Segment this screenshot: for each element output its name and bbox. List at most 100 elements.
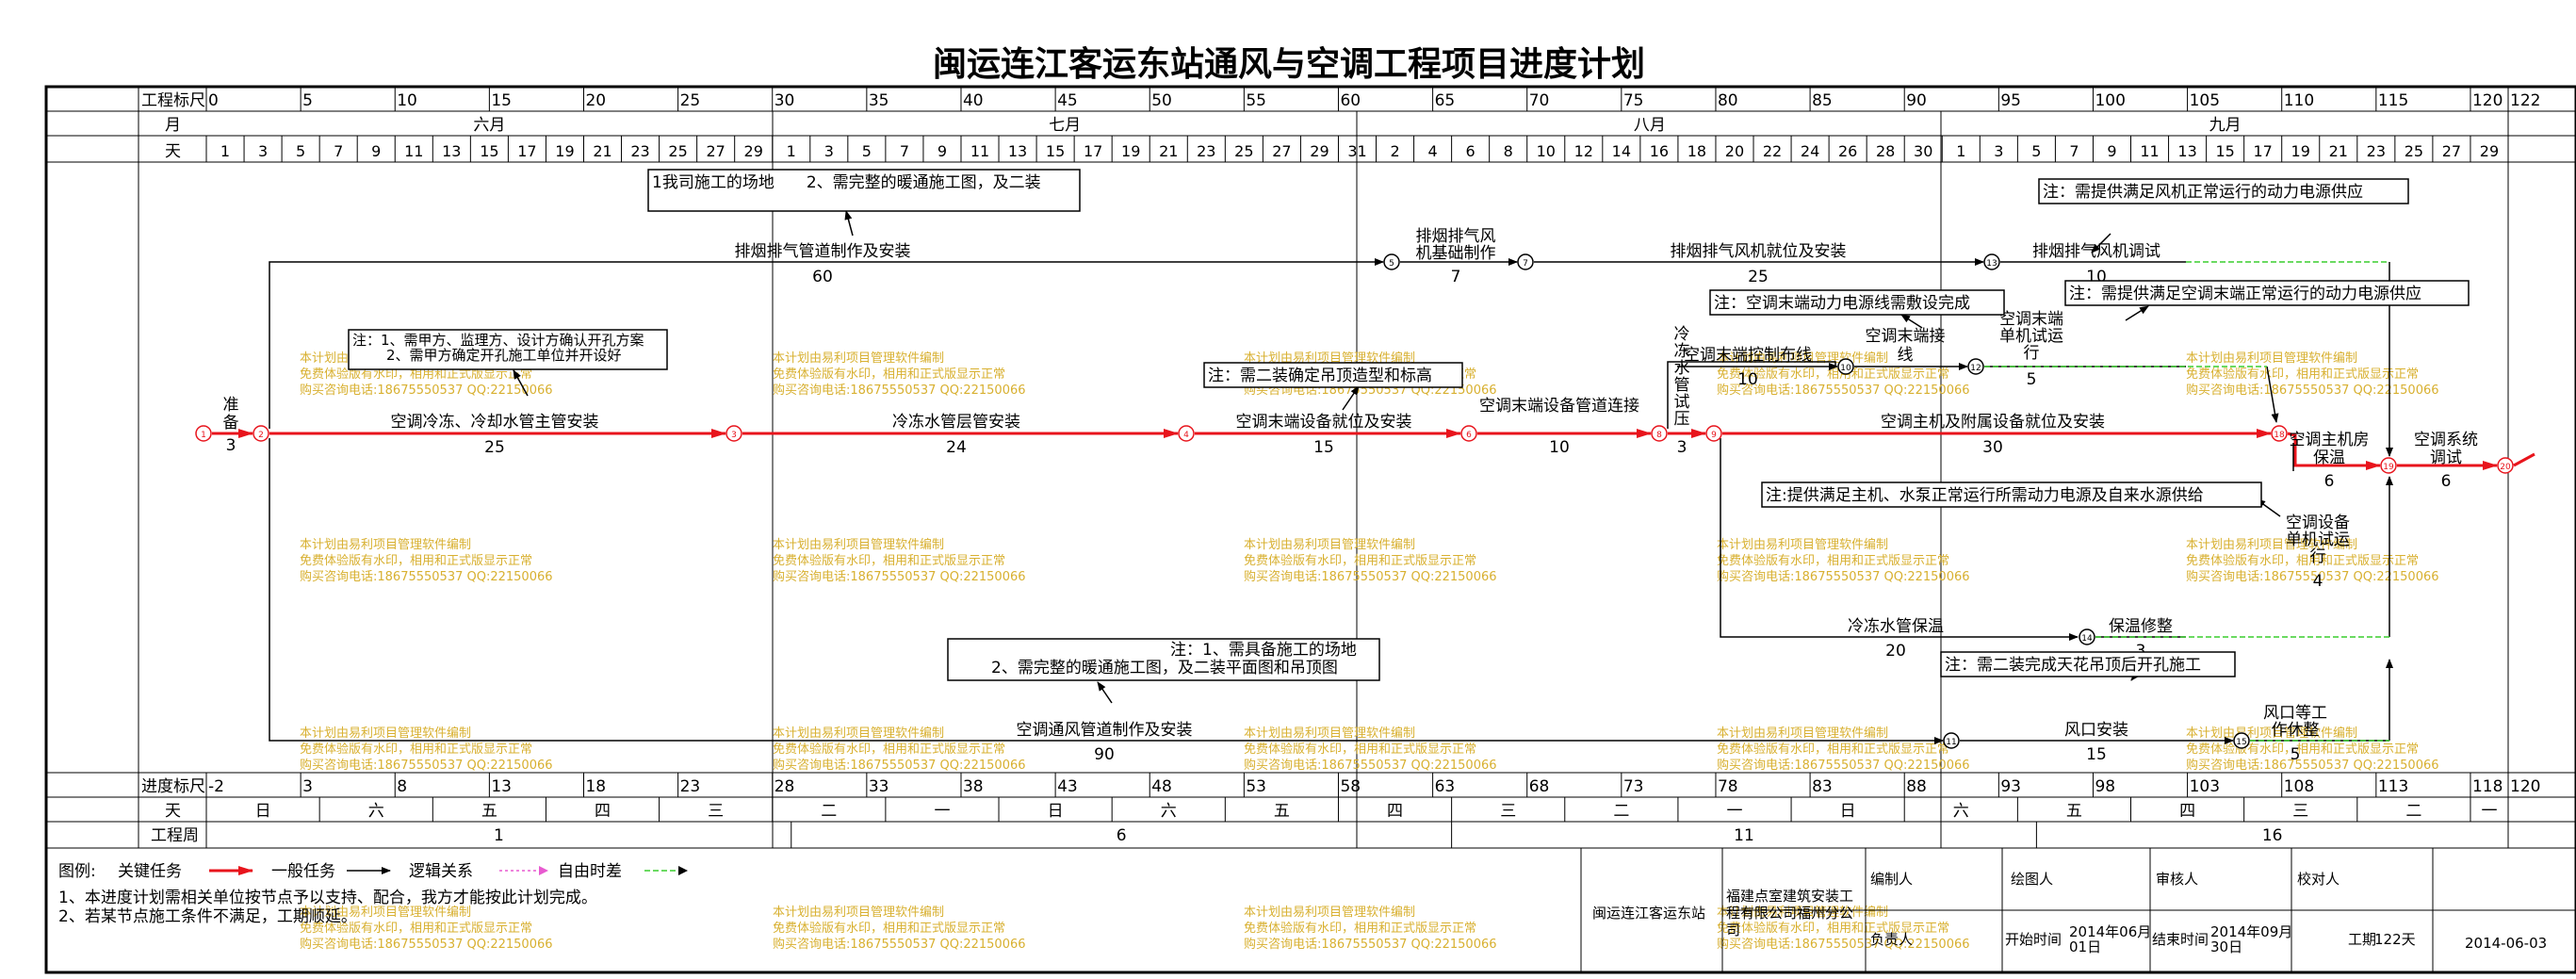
critical-end-tick <box>2513 452 2535 467</box>
watermark-line-1: 本计划由易利项目管理软件编制 <box>773 726 944 741</box>
legend-note-1: 1、本进度计划需相关单位按节点予以支持、配合，我方才能按此计划完成。 <box>58 889 597 907</box>
month-label: 七月 <box>1049 116 1081 135</box>
event-node-13 <box>1983 253 2000 270</box>
info-checker: 校对人 <box>2297 871 2340 888</box>
note-box-n7 <box>1761 481 2262 508</box>
task-t7-name-2: 保温 <box>2313 449 2345 467</box>
watermark-line-2: 免费体验版有水印，相用和正式版显示正常 <box>773 921 1005 936</box>
weekday-label: 四 <box>595 802 611 821</box>
scale-header-label: 工程标尺 <box>141 91 205 110</box>
legend: 图例: 关键任务 一般任务 逻辑关系 自由时差 1、本进度计划需相关单位按节点予… <box>58 862 688 926</box>
watermark-line-3: 购买咨询电话:18675550537 QQ:22150066 <box>300 569 553 584</box>
weekday-label: 五 <box>1274 802 1290 821</box>
day-label: 23 <box>2367 142 2386 160</box>
task-t1-dur: 25 <box>484 438 505 457</box>
watermark-line-1: 本计划由易利项目管理软件编制 <box>1717 726 1888 741</box>
task-u1-name-3: 行 <box>2310 547 2326 566</box>
bottom-tick-label: 83 <box>1812 777 1833 796</box>
watermark-line-2: 免费体验版有水印，相用和正式版显示正常 <box>2186 367 2419 382</box>
weekday-label: 一 <box>1726 802 1742 821</box>
week-number-label: 1 <box>494 826 504 845</box>
week-number-label: 6 <box>1117 826 1127 845</box>
watermark-line-3: 购买咨询电话:18675550537 QQ:22150066 <box>2186 758 2439 773</box>
bottom-tick-label: 33 <box>869 777 889 796</box>
watermark-line-3: 购买咨询电话:18675550537 QQ:22150066 <box>1244 758 1497 773</box>
legend-critical: 关键任务 <box>118 862 182 881</box>
bottom-day-label: 天 <box>165 802 181 821</box>
note-box-n3 <box>1203 362 1463 388</box>
day-label: 14 <box>1612 142 1631 160</box>
task-t4-dur: 10 <box>1549 438 1570 457</box>
info-end-value-1: 2014年09月 <box>2210 923 2292 940</box>
month-row-label: 月 <box>165 116 181 135</box>
day-label: 21 <box>2329 142 2348 160</box>
task-d3-name-2: 作休整 <box>2272 721 2320 740</box>
event-node-label: 18 <box>2274 431 2285 440</box>
watermark-line-3: 购买咨询电话:18675550537 QQ:22150066 <box>1244 937 1497 952</box>
watermark-line-3: 购买咨询电话:18675550537 QQ:22150066 <box>300 937 553 952</box>
watermark-line-1: 本计划由易利项目管理软件编制 <box>1717 538 1888 552</box>
watermark-line-1: 本计划由易利项目管理软件编制 <box>300 906 471 920</box>
task-prep-dur: 3 <box>226 436 236 455</box>
top-tick-label: 5 <box>302 91 313 110</box>
watermark-line-1: 本计划由易利项目管理软件编制 <box>300 538 471 552</box>
bottom-tick-label: 103 <box>2190 777 2220 796</box>
day-label: 15 <box>1046 142 1065 160</box>
day-label: 19 <box>555 142 574 160</box>
note-n2a: 注：1、需甲方、监理方、设计方确认开孔方案 <box>352 332 644 349</box>
day-label: 24 <box>1801 142 1819 160</box>
note-n7: 注:提供满足主机、水泵正常运行所需动力电源及自来水源供给 <box>1766 486 2204 505</box>
day-label: 13 <box>442 142 461 160</box>
task-prep-name-2: 备 <box>223 414 239 432</box>
top-tick-label: 120 <box>2472 91 2503 110</box>
task-t5-name-5: 试 <box>1674 393 1690 412</box>
weekday-label: 五 <box>481 802 497 821</box>
watermark-line-2: 免费体验版有水印，相用和正式版显示正常 <box>2186 742 2419 757</box>
info-editor: 编制人 <box>1870 871 1913 888</box>
note-arrow-n6 <box>2125 305 2149 321</box>
task-u1-name-2: 单机试运 <box>2286 530 2350 549</box>
weekday-label: 日 <box>255 802 271 821</box>
task-s3-dur: 25 <box>1748 268 1769 286</box>
day-label: 13 <box>1008 142 1027 160</box>
day-label: 3 <box>258 142 268 160</box>
day-label: 11 <box>970 142 989 160</box>
top-tick-label: 85 <box>1812 91 1833 110</box>
task-s1-dur: 60 <box>812 268 833 286</box>
task-e2-name-1: 空调末端接 <box>1866 327 1946 346</box>
info-end-value-2: 30日 <box>2210 938 2242 955</box>
top-tick-label: 25 <box>680 91 701 110</box>
task-e1-dur: 10 <box>1737 370 1758 389</box>
free-float-lines <box>1984 261 2389 742</box>
top-tick-label: 122 <box>2510 91 2540 110</box>
day-label: 25 <box>668 142 687 160</box>
watermark-line-3: 购买咨询电话:18675550537 QQ:22150066 <box>2186 383 2439 398</box>
note-boxes: 1我司施工的场地 2、需完整的暖通施工图，及二装 注：1、需甲方、监理方、设计方… <box>348 169 2470 681</box>
task-t5-name-6: 压 <box>1674 410 1690 429</box>
task-t1-name: 空调冷冻、冷却水管主管安装 <box>391 413 599 432</box>
day-label: 22 <box>1763 142 1782 160</box>
weekday-label: 五 <box>2066 802 2082 821</box>
month-labels: 六月七月八月九月 <box>473 116 2241 135</box>
task-e3-name-1: 空调末端 <box>1999 310 2063 329</box>
day-label: 28 <box>1876 142 1895 160</box>
info-drafter: 绘图人 <box>2011 871 2053 888</box>
bottom-tick-label: 73 <box>1623 777 1644 796</box>
event-node-label: 3 <box>731 431 737 440</box>
event-node-3 <box>726 425 742 442</box>
progress-scale-label: 进度标尺 <box>141 777 205 796</box>
event-node-label: 6 <box>1466 431 1472 440</box>
top-tick-label: 40 <box>963 91 984 110</box>
event-node-12 <box>1967 358 1984 375</box>
task-s2-name-2: 机基础制作 <box>1416 244 1496 263</box>
top-tick-label: 105 <box>2190 91 2220 110</box>
watermark-line-2: 免费体验版有水印，相用和正式版显示正常 <box>300 921 532 936</box>
weekday-label: 三 <box>708 802 724 821</box>
weekday-label: 一 <box>2481 802 2497 821</box>
note-arrow-n8 <box>1097 681 1113 704</box>
task-c2-dur: 3 <box>2136 642 2146 661</box>
legend-label: 图例: <box>58 862 96 881</box>
top-tick-label: 30 <box>774 91 795 110</box>
day-label: 27 <box>1272 142 1291 160</box>
